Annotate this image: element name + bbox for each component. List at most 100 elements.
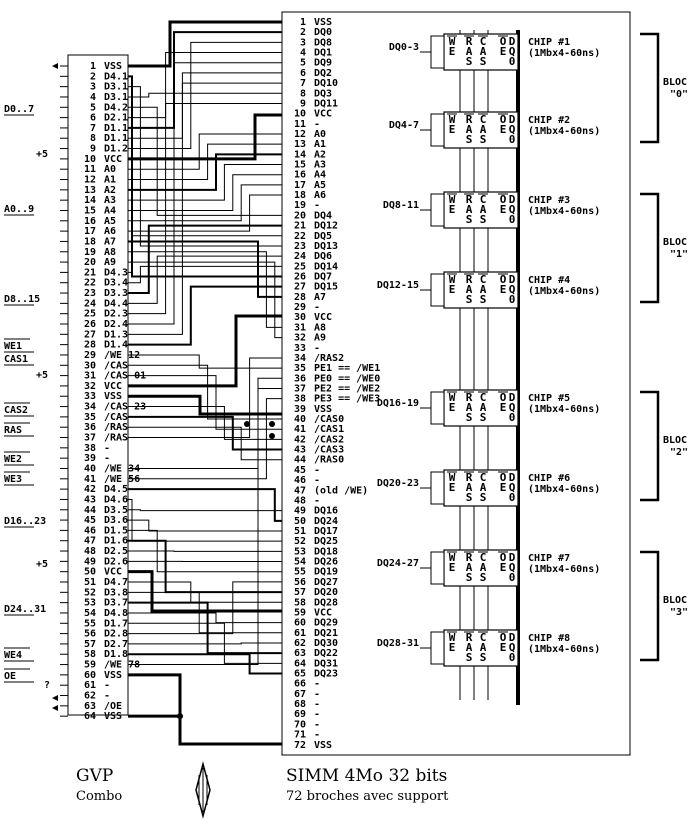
wire xyxy=(128,622,282,664)
chip-pin-cas: S xyxy=(480,571,487,584)
ext-label-a0-9: A0..9 xyxy=(4,204,34,215)
ext-label-d24-31: D24..31 xyxy=(4,604,46,615)
chip-pin-cas: S xyxy=(480,293,487,306)
chip-name: CHIP #7 xyxy=(528,553,570,564)
simm-pin-number: 21 xyxy=(294,221,306,232)
chip-pin-ras: A xyxy=(466,203,473,216)
gvp-pin-number: 9 xyxy=(90,144,96,155)
chip-dq-label: DQ8-11 xyxy=(383,200,419,211)
gvp-pin-signal: A1 xyxy=(104,175,116,186)
chip-dq-connector xyxy=(430,631,445,665)
gvp-pin-number: 46 xyxy=(84,525,96,536)
simm-pin-signal: DQ2 xyxy=(314,68,332,79)
gvp-pin-number: 29 xyxy=(84,350,96,361)
wire xyxy=(128,601,282,655)
simm-pin-number: 11 xyxy=(294,119,306,130)
gvp-pin-number: 34 xyxy=(84,402,96,413)
gvp-pin-number: 53 xyxy=(84,598,96,609)
simm-pin-signal: A5 xyxy=(314,180,326,191)
simm-pin-signal: /CAS0 xyxy=(314,414,344,425)
simm-pin-signal: DQ22 xyxy=(314,648,338,659)
simm-pin-signal: A9 xyxy=(314,333,326,344)
gvp-pin-signal: /CAS 01 xyxy=(104,371,146,382)
wire xyxy=(128,406,282,440)
gvp-pin-number: 56 xyxy=(84,629,96,640)
gvp-pin-number: 28 xyxy=(84,340,96,351)
simm-pin-number: 7 xyxy=(300,78,306,89)
chip-dq-label: DQ20-23 xyxy=(377,478,419,489)
gvp-pin-number: 40 xyxy=(84,463,96,474)
chip-pin-we: W xyxy=(449,273,456,286)
chip-dq-connector xyxy=(430,551,445,585)
simm-pin-number: 47 xyxy=(294,485,306,496)
simm-pin-signal: PE3 == /WE3 xyxy=(314,394,380,405)
chip-pin-cas: S xyxy=(480,213,487,226)
simm-pin-number: 34 xyxy=(294,353,306,364)
gvp-pin-number: 15 xyxy=(84,205,96,216)
wire xyxy=(128,653,282,675)
chip-pin-oe: O xyxy=(500,273,507,286)
simm-pin-signal: DQ4 xyxy=(314,210,332,221)
wire xyxy=(128,415,282,451)
simm-pin-signal: - xyxy=(314,699,320,710)
chip-dq-connector xyxy=(430,193,445,227)
chip-pin-ras: A xyxy=(466,481,473,494)
chip-part: (1Mbx4-60ns) xyxy=(528,48,600,59)
wire xyxy=(128,143,282,181)
simm-pin-signal: - xyxy=(314,719,320,730)
chip-pin-dq: Q xyxy=(509,45,516,58)
wire xyxy=(128,265,282,284)
simm-pin-number: 8 xyxy=(300,88,306,99)
chip-pin-cas: S xyxy=(480,491,487,504)
simm-pin-number: 33 xyxy=(294,343,306,354)
chip-pin-dq: 0 xyxy=(509,213,516,226)
simm-pin-signal: DQ24 xyxy=(314,516,338,527)
gvp-pin-number: 3 xyxy=(90,82,96,93)
chip-pin-ras: S xyxy=(466,293,473,306)
simm-board-outline xyxy=(281,11,631,756)
gvp-pin-signal: VSS xyxy=(104,670,122,681)
junction-dot xyxy=(269,433,275,439)
simm-pin-number: 43 xyxy=(294,445,306,456)
simm-pin-number: 18 xyxy=(294,190,306,201)
gvp-pin-signal: A2 xyxy=(104,185,116,196)
external-signal-labels: D0..7A0..9D8..15WE1CAS1CAS2RASWE2WE3D16.… xyxy=(4,63,58,711)
simm-pin-number: 57 xyxy=(294,587,306,598)
gvp-pin-number: 55 xyxy=(84,618,96,629)
chip-pin-ras: S xyxy=(466,55,473,68)
simm-pin-signal: /RAS0 xyxy=(314,455,344,466)
gvp-pin-number: 1 xyxy=(90,61,96,72)
chip-pin-we: E xyxy=(449,641,456,654)
chip-pin-dq: Q xyxy=(509,481,516,494)
chip-pin-cas: C xyxy=(480,631,487,644)
simm-pin-signal: - xyxy=(314,465,320,476)
simm-pin-signal: DQ5 xyxy=(314,231,332,242)
chip-pin-ras: R xyxy=(466,273,473,286)
gvp-pin-signal: D3.6 xyxy=(104,515,128,526)
gvp-pin-number: 48 xyxy=(84,546,96,557)
chip-part: (1Mbx4-60ns) xyxy=(528,564,600,575)
gvp-subtitle: Combo xyxy=(76,789,122,804)
simm-pin-number: 35 xyxy=(294,363,306,374)
gvp-pin-number: 26 xyxy=(84,319,96,330)
simm-pin-signal: A1 xyxy=(314,139,326,150)
chip-pin-oe: E xyxy=(500,481,507,494)
simm-pin-number: 22 xyxy=(294,231,306,242)
bloc-name: BLOC xyxy=(663,595,687,606)
chip-pin-ras: S xyxy=(466,133,473,146)
simm-pin-signal: DQ31 xyxy=(314,658,338,669)
simm-pin-number: 52 xyxy=(294,536,306,547)
gvp-pin-signal: D4.6 xyxy=(104,494,128,505)
simm-pin-number: 48 xyxy=(294,495,306,506)
wire xyxy=(128,354,282,369)
chip-pin-we: E xyxy=(449,481,456,494)
chip-pin-ras: S xyxy=(466,213,473,226)
chip-dq-label: DQ4-7 xyxy=(389,120,419,131)
ext-label-cas2: CAS2 xyxy=(4,405,28,416)
simm-pin-number: 32 xyxy=(294,333,306,344)
gvp-pin-signal: D1.6 xyxy=(104,536,128,547)
chip-pin-ras: R xyxy=(466,113,473,126)
chip-pin-cas: A xyxy=(480,45,487,58)
